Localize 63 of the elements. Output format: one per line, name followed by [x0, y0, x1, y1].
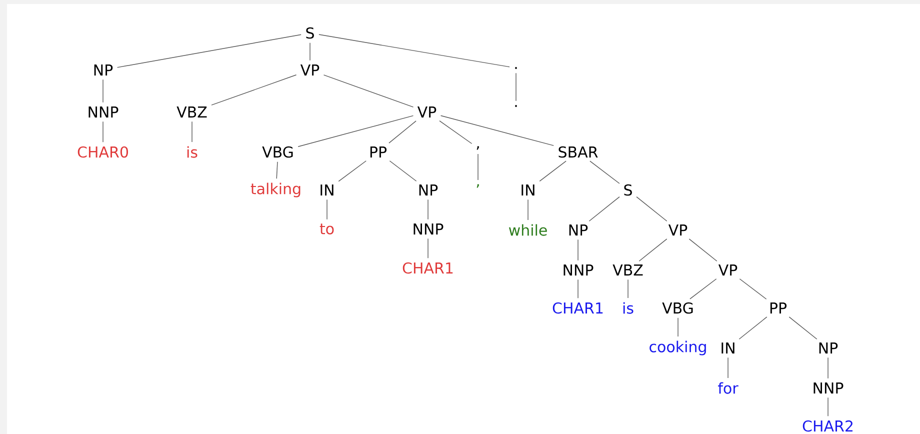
tree-label: NNP [88, 106, 118, 118]
word: CHAR1 [552, 302, 603, 314]
tree-branch [323, 74, 414, 108]
word: is [623, 302, 634, 314]
tree-label: NNP [414, 224, 444, 234]
tree-label: VP [668, 224, 688, 236]
tree-branch [690, 278, 717, 300]
tree-branch [211, 74, 297, 106]
tree-branch [590, 160, 620, 184]
tree-label: NP [819, 342, 838, 354]
tree-label: PP [370, 146, 387, 158]
tree-label: IN [320, 184, 334, 196]
tree-branch [539, 160, 566, 182]
tree-branch [116, 34, 302, 68]
tree-branch [102, 79, 104, 103]
tree-label: VBZ [612, 264, 643, 276]
tree-branch [588, 196, 620, 222]
tree-label: NP [569, 224, 588, 236]
tree-label: VP [300, 64, 320, 76]
word: CHAR0 [78, 146, 128, 158]
tree-label: VBZ [176, 106, 207, 118]
tree-label: NP [419, 184, 438, 196]
tree-branch [298, 115, 414, 147]
tree-branch [636, 196, 668, 222]
tree-branch [389, 160, 417, 182]
tree-label: PP [770, 302, 787, 314]
tree-branch [738, 316, 768, 340]
word: for [718, 382, 738, 394]
tree-branch [338, 160, 366, 182]
tree-branch [638, 238, 668, 262]
word: talking [250, 182, 300, 198]
tree-branch [440, 115, 554, 146]
tree-label: VBG [262, 146, 293, 158]
word: CHAR2 [802, 420, 852, 432]
tree-branch [788, 316, 818, 340]
tree-label: SBAR [558, 146, 598, 158]
tree-branch [388, 120, 416, 144]
word: CHAR1 [402, 262, 453, 274]
word: to [320, 224, 334, 234]
tree-label: NNP [814, 382, 844, 394]
tree-label: IN [522, 184, 534, 196]
tree-label: VBG [662, 302, 693, 314]
word: cooking [650, 340, 706, 356]
tree-label: , [476, 146, 479, 150]
tree-branch [326, 199, 328, 220]
word: , [476, 184, 479, 188]
tree-branch [276, 162, 278, 179]
tree-branch [318, 34, 510, 68]
tree-branch [439, 120, 472, 144]
tree-branch [102, 121, 104, 142]
tree-label: . [515, 67, 517, 69]
word: while [508, 224, 547, 236]
tree-branch [688, 238, 718, 262]
tree-branch [739, 278, 767, 300]
tree-label: IN [722, 342, 734, 354]
tree-label: NNP [564, 264, 594, 276]
tree-label: VP [417, 106, 436, 118]
tree-label: VP [718, 264, 738, 276]
tree-label: S [306, 27, 314, 39]
tree-label: S [624, 184, 632, 196]
tree-label: . [515, 105, 517, 107]
word: is [187, 146, 198, 158]
tree-label: NP [94, 64, 113, 76]
